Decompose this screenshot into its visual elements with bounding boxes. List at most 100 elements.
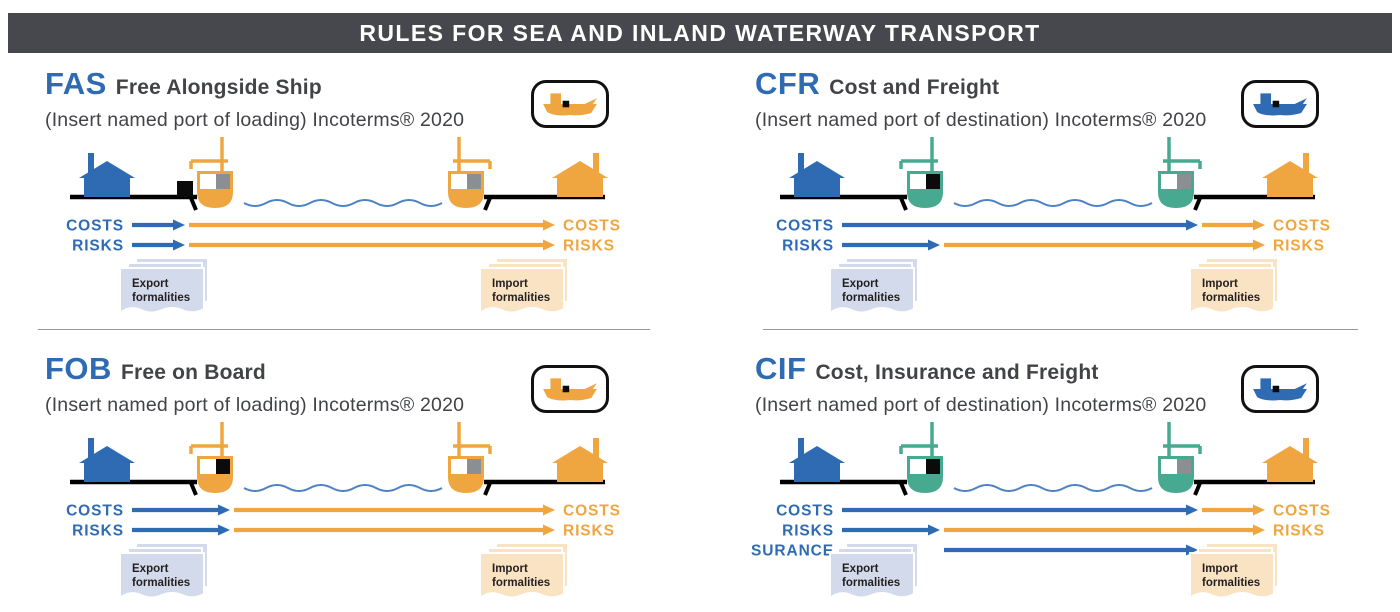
ship-bow [1294, 98, 1307, 104]
svg-text:Export: Export [842, 563, 879, 575]
svg-text:Export: Export [132, 563, 169, 575]
sea-waves [953, 484, 1153, 492]
ship-bridge [550, 93, 562, 104]
seller-warehouse-icon [789, 438, 845, 482]
incoterm-diagram: COSTSCOSTSRISKSRISKSINSURANCEExportforma… [750, 422, 1331, 600]
incoterm-name: Free Alongside Ship [115, 76, 322, 99]
svg-text:Import: Import [1202, 563, 1238, 575]
sea-waves [243, 199, 443, 207]
cargo-box-icon [1272, 100, 1280, 108]
svg-text:Import: Import [492, 278, 528, 290]
ship-hull [1253, 389, 1307, 401]
costs-row: COSTS COSTS [66, 218, 621, 235]
quadrant-fob: FOB Free on Board (Insert named port of … [40, 345, 660, 603]
incoterm-code: FOB [45, 351, 112, 386]
export-formalities-docs: Export formalities [829, 257, 919, 315]
origin-ship-icon [189, 137, 233, 211]
svg-text:RISKS: RISKS [1273, 238, 1325, 255]
svg-text:formalities: formalities [1202, 292, 1260, 304]
svg-text:formalities: formalities [842, 292, 900, 304]
insurance-row [944, 544, 1198, 556]
svg-text:COSTS: COSTS [1273, 218, 1331, 235]
origin-ship-icon [899, 422, 943, 496]
seller-warehouse-icon [79, 153, 135, 197]
ship-icon [1253, 93, 1307, 116]
ship-bow [1294, 383, 1307, 389]
buyer-warehouse-icon [552, 438, 608, 482]
incoterm-subtitle: (Insert named port of loading) Incoterms… [45, 109, 465, 131]
svg-text:RISKS: RISKS [782, 238, 834, 255]
ship-icon [543, 93, 597, 116]
seller-warehouse-icon [789, 153, 845, 197]
quadrant-cfr: CFR Cost and Freight (Insert named port … [750, 60, 1370, 318]
incoterm-code: CFR [755, 66, 821, 101]
svg-text:COSTS: COSTS [563, 503, 621, 520]
ship-badge [1241, 80, 1319, 128]
svg-text:COSTS: COSTS [563, 218, 621, 235]
svg-text:RISKS: RISKS [563, 238, 615, 255]
insurance-label: INSURANCE [750, 543, 834, 560]
svg-text:COSTS: COSTS [1273, 503, 1331, 520]
svg-text:RISKS: RISKS [782, 523, 834, 540]
quadrant-cif: CIF Cost, Insurance and Freight (Insert … [750, 345, 1370, 603]
svg-text:RISKS: RISKS [563, 523, 615, 540]
import-formalities-docs: Import formalities [1189, 542, 1279, 600]
ship-bridge [1260, 378, 1272, 389]
destination-ship-icon [1158, 137, 1202, 211]
svg-text:COSTS: COSTS [66, 503, 124, 520]
incoterm-subtitle: (Insert named port of destination) Incot… [755, 109, 1207, 131]
costs-row: COSTS COSTS [66, 503, 621, 520]
svg-text:COSTS: COSTS [66, 218, 124, 235]
incoterm-name: Free on Board [120, 361, 266, 384]
risks-row: RISKS RISKS [782, 523, 1325, 540]
ship-bow [584, 98, 597, 104]
svg-text:Export: Export [132, 278, 169, 290]
ship-bridge [550, 378, 562, 389]
incoterm-code: CIF [755, 351, 807, 386]
ship-icon [1253, 378, 1307, 401]
incoterm-code: FAS [45, 66, 107, 101]
ship-icon [543, 378, 597, 401]
buyer-warehouse-icon [1262, 153, 1318, 197]
sea-waves [243, 484, 443, 492]
svg-text:formalities: formalities [1202, 577, 1260, 589]
section-divider [38, 329, 650, 330]
page-title-bar: RULES FOR SEA AND INLAND WATERWAY TRANSP… [8, 13, 1392, 53]
svg-text:Import: Import [492, 563, 528, 575]
incoterm-subtitle: (Insert named port of loading) Incoterms… [45, 394, 465, 416]
ship-bow [584, 383, 597, 389]
svg-text:RISKS: RISKS [1273, 523, 1325, 540]
destination-ship-icon [448, 137, 492, 211]
ship-badge [531, 365, 609, 413]
cargo-box-icon [562, 100, 570, 108]
costs-row: COSTS COSTS [776, 503, 1331, 520]
buyer-warehouse-icon [1262, 438, 1318, 482]
quadrant-fas: FAS Free Alongside Ship (Insert named po… [40, 60, 660, 318]
origin-ship-icon [189, 422, 233, 496]
svg-text:Export: Export [842, 278, 879, 290]
svg-text:formalities: formalities [492, 292, 550, 304]
cargo-box-icon [1272, 385, 1280, 393]
import-formalities-docs: Import formalities [479, 257, 569, 315]
page-title: RULES FOR SEA AND INLAND WATERWAY TRANSP… [359, 19, 1041, 46]
ship-hull [543, 389, 597, 401]
section-divider [763, 329, 1358, 330]
seller-warehouse-icon [79, 438, 135, 482]
svg-text:COSTS: COSTS [776, 503, 834, 520]
ship-badge [531, 80, 609, 128]
risks-row: RISKS RISKS [782, 238, 1325, 255]
destination-ship-icon [448, 422, 492, 496]
ship-hull [1253, 104, 1307, 116]
